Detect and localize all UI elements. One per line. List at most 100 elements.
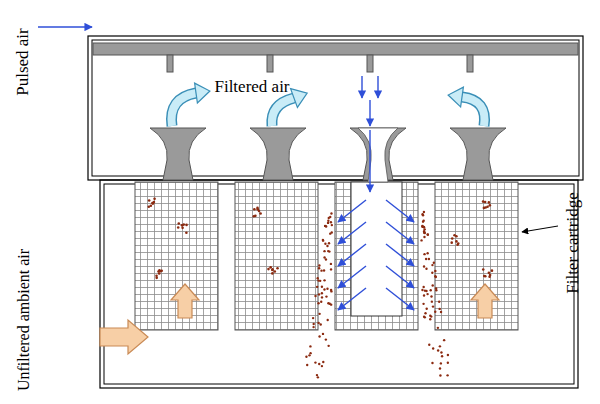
dust-particle xyxy=(254,215,257,218)
dust-particle xyxy=(429,318,431,320)
dust-particles xyxy=(147,197,493,378)
pulse-arrow xyxy=(386,288,414,310)
flow-arrow-head xyxy=(195,81,212,103)
dust-particle xyxy=(327,220,329,222)
dust-particle xyxy=(424,228,426,230)
dust-particle xyxy=(422,286,424,288)
dust-particle xyxy=(483,207,486,210)
dust-particle xyxy=(148,199,151,202)
pulse-arrow xyxy=(386,244,414,266)
label: Filter cartridge xyxy=(564,192,581,294)
dust-particle xyxy=(430,289,432,291)
dust-particle xyxy=(305,355,307,357)
dust-particle xyxy=(318,267,320,269)
dust-particle xyxy=(427,233,429,235)
dust-particle xyxy=(318,264,320,266)
dust-particle xyxy=(330,263,332,265)
dust-particle xyxy=(323,288,325,290)
dust-particle xyxy=(488,201,491,204)
dust-particle xyxy=(316,286,318,288)
pulse-pipe xyxy=(93,43,578,55)
dust-particle xyxy=(267,268,270,271)
pulse-arrows xyxy=(338,76,414,310)
flow-arrow-body xyxy=(272,98,294,126)
venturi xyxy=(450,128,506,180)
dust-particle xyxy=(329,232,331,234)
dust-particle xyxy=(491,269,494,272)
pulse-arrow xyxy=(338,222,366,244)
plenum-housing-inner xyxy=(92,40,579,176)
dust-particle xyxy=(429,315,431,317)
flow-arrow-outline xyxy=(172,93,197,126)
chamber-housing xyxy=(100,180,578,388)
dust-particle xyxy=(423,294,425,296)
dust-particle xyxy=(423,211,425,213)
venturi xyxy=(250,128,306,180)
venturis xyxy=(150,128,506,182)
dust-particle xyxy=(427,234,429,236)
dust-particle xyxy=(182,223,185,226)
dust-particle xyxy=(153,197,156,200)
dust-particle xyxy=(330,303,332,305)
dust-particle xyxy=(317,277,319,279)
dust-particle xyxy=(451,237,454,240)
dust-particle xyxy=(316,374,318,376)
dust-particle xyxy=(450,241,453,244)
dust-particle xyxy=(325,295,327,297)
dust-particle xyxy=(271,272,274,275)
venturi xyxy=(150,128,206,180)
pulse-arrow xyxy=(369,130,370,192)
pulse-arrow xyxy=(386,266,414,288)
flow-arrow-outline xyxy=(462,97,485,126)
dust-particle xyxy=(488,275,491,278)
pulse-inlet-arrow xyxy=(38,26,92,27)
dust-particle xyxy=(185,224,188,227)
dust-particle xyxy=(443,339,445,341)
dust-particle xyxy=(453,234,456,237)
dust-particle xyxy=(321,296,323,298)
dust-particle xyxy=(276,267,279,270)
dust-particle xyxy=(434,310,436,312)
dust-particle xyxy=(317,376,319,378)
dust-particle xyxy=(440,351,442,353)
dust-particle xyxy=(318,313,320,315)
leader-line xyxy=(522,226,558,232)
dust-particle xyxy=(482,268,485,271)
dust-particle xyxy=(309,352,311,354)
dust-particle xyxy=(326,319,328,321)
dust-particle xyxy=(425,308,427,310)
dust-particle xyxy=(424,312,426,314)
dust-particle xyxy=(432,305,434,307)
dust-particle xyxy=(431,264,433,266)
flow-arrow-body xyxy=(172,93,197,126)
dust-particle xyxy=(177,226,180,229)
dust-particle xyxy=(330,212,332,214)
nozzles xyxy=(167,55,473,72)
dust-particle xyxy=(320,301,322,303)
dust-particle xyxy=(271,269,274,272)
pulse-arrow xyxy=(386,200,414,222)
dust-particle xyxy=(325,225,327,227)
filter-cartridges xyxy=(135,182,518,330)
dust-particle xyxy=(326,288,328,290)
dust-particle xyxy=(323,250,325,252)
dust-particle xyxy=(309,345,311,347)
dust-particle xyxy=(269,266,272,269)
dust-particle xyxy=(330,290,332,292)
dust-particle xyxy=(440,362,442,364)
pulse-arrow xyxy=(338,288,366,310)
dust-particle xyxy=(488,271,491,274)
dust-particle xyxy=(432,347,434,349)
dust-particle xyxy=(421,213,423,215)
dust-particle xyxy=(153,201,156,204)
dust-particle xyxy=(439,367,441,369)
dust-particle xyxy=(322,333,324,335)
dust-particle xyxy=(317,302,319,304)
flow-arrow-body xyxy=(462,97,485,126)
dust-particle xyxy=(431,300,433,302)
dust-particle xyxy=(256,207,259,210)
dust-particle xyxy=(325,338,327,340)
venturi-open xyxy=(358,128,398,182)
dust-particle xyxy=(327,345,329,347)
